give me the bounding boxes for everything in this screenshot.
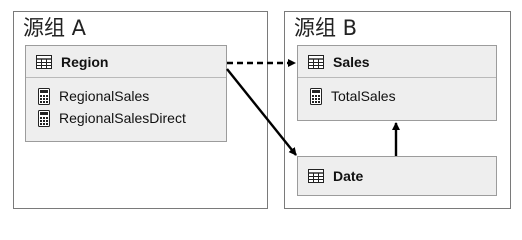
table-name-date: Date	[333, 168, 364, 184]
table-icon	[36, 54, 52, 69]
group-title-b: 源组 B	[294, 16, 358, 40]
measure-list-sales: TotalSales	[298, 78, 496, 106]
measure-list-region: RegionalSales RegionalSalesDirect	[26, 78, 226, 128]
relationship-region-date[interactable]	[226, 68, 297, 156]
calculator-icon	[38, 87, 50, 105]
measure-label: RegionalSales	[59, 88, 150, 104]
table-header-date[interactable]: Date	[298, 157, 496, 195]
table-icon	[308, 54, 324, 69]
measure-label: RegionalSalesDirect	[59, 110, 186, 126]
table-header-region[interactable]: Region	[26, 46, 226, 78]
calculator-icon	[310, 87, 322, 105]
measure-item[interactable]: TotalSales	[310, 86, 496, 106]
table-name-region: Region	[61, 53, 109, 70]
measure-label: TotalSales	[331, 88, 396, 104]
calculator-icon	[38, 109, 50, 127]
table-header-sales[interactable]: Sales	[298, 46, 496, 78]
table-card-date[interactable]: Date	[297, 156, 497, 196]
table-name-sales: Sales	[333, 53, 370, 70]
table-card-region[interactable]: Region RegionalSales	[25, 45, 227, 142]
group-title-a: 源组 A	[23, 16, 87, 40]
measure-item[interactable]: RegionalSales	[38, 86, 226, 106]
relationship-lines	[226, 59, 400, 156]
table-card-sales[interactable]: Sales TotalSales	[297, 45, 497, 121]
table-icon	[308, 169, 324, 183]
measure-item[interactable]: RegionalSalesDirect	[38, 108, 226, 128]
